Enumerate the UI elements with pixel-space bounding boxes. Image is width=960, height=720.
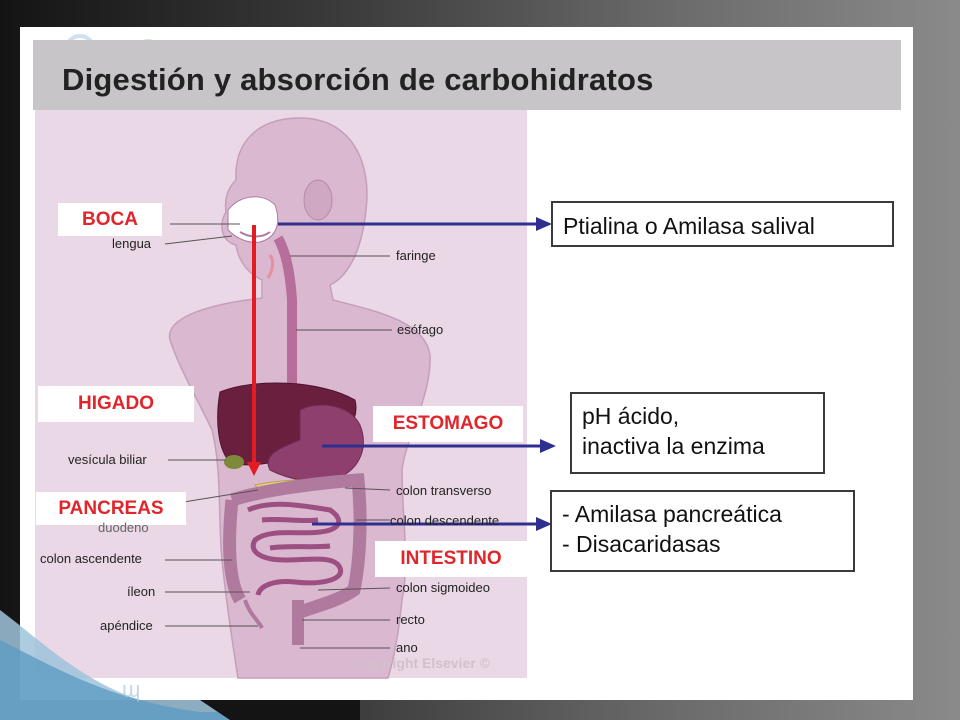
label-vesicula: vesícula biliar bbox=[68, 452, 147, 467]
stomach-arrowhead bbox=[540, 439, 556, 453]
label-esofago: esófago bbox=[397, 322, 444, 337]
label-ileon: íleon bbox=[127, 584, 156, 599]
slide-title: Digestión y absorción de carbohidratos bbox=[62, 62, 654, 97]
box-stomach: pH ácido, inactiva la enzima bbox=[570, 392, 825, 474]
label-lengua: lengua bbox=[112, 236, 152, 251]
pancreas-text-line1: - Amilasa pancreática bbox=[562, 501, 782, 527]
label-colon-sigmoideo: colon sigmoideo bbox=[396, 580, 490, 595]
saliva-arrowhead bbox=[536, 217, 552, 231]
label-colon-transverso: colon transverso bbox=[396, 483, 492, 498]
label-colon-descendente: colon descendente bbox=[390, 513, 500, 528]
title-bar bbox=[33, 40, 901, 110]
label-pancreas: PANCREAS bbox=[36, 492, 186, 525]
ear-shape bbox=[303, 179, 333, 221]
intestine-arrowhead bbox=[536, 517, 552, 531]
label-ano: ano bbox=[396, 640, 418, 655]
label-estomago: ESTOMAGO bbox=[373, 406, 523, 442]
small-intestine-shape bbox=[246, 501, 344, 596]
pancreas-text-line2: - Disacaridasas bbox=[562, 531, 721, 557]
box-pancreas: - Amilasa pancreática - Disacaridasas bbox=[550, 490, 855, 572]
label-boca: BOCA bbox=[58, 203, 162, 236]
red-pathway-arrowhead bbox=[247, 462, 261, 476]
pharynx-shape bbox=[266, 254, 275, 279]
oral-cavity bbox=[227, 196, 279, 243]
box-saliva: Ptialina o Amilasa salival bbox=[551, 201, 894, 247]
copyright-watermark: Copyright Elsevier © bbox=[352, 655, 490, 671]
gallbladder-shape bbox=[224, 455, 244, 469]
stomach-text-line2: inactiva la enzima bbox=[582, 433, 765, 459]
label-faringe: faringe bbox=[396, 248, 436, 263]
stomach-text-line1: pH ácido, bbox=[582, 403, 680, 429]
label-apendice: apéndice bbox=[100, 618, 153, 633]
label-intestino: INTESTINO bbox=[375, 541, 527, 577]
saliva-enzyme-text: Ptialina o Amilasa salival bbox=[563, 213, 815, 239]
colon-shape bbox=[223, 473, 367, 619]
label-recto: recto bbox=[396, 612, 425, 627]
label-higado: HIGADO bbox=[38, 386, 194, 422]
label-colon-ascendente: colon ascendente bbox=[40, 551, 142, 566]
label-duodeno: duodeno bbox=[98, 520, 149, 535]
